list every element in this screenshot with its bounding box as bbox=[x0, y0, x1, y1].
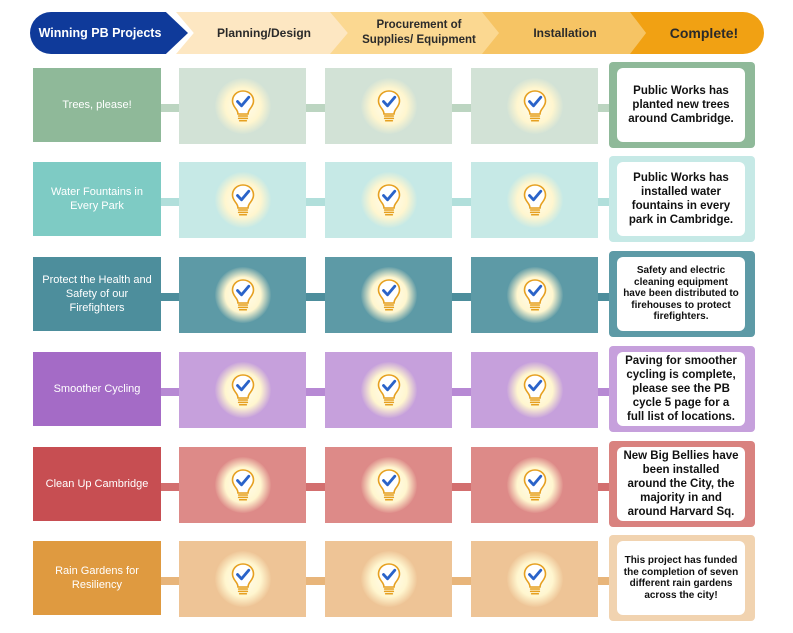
project-row: Rain Gardens for Resiliency This project… bbox=[33, 535, 755, 627]
stage-procurement-cell bbox=[325, 541, 452, 617]
header-stage-winning-projects: Winning PB Projects bbox=[30, 12, 188, 54]
header-stage-installation: Installation bbox=[482, 12, 652, 54]
stage-procurement-cell bbox=[325, 352, 452, 428]
project-name: Trees, please! bbox=[33, 68, 161, 142]
project-name: Smoother Cycling bbox=[33, 352, 161, 426]
complete-text: This project has funded the completion o… bbox=[617, 541, 745, 615]
complete-text: Safety and electric cleaning equipment h… bbox=[617, 257, 745, 331]
header-stage-planning: Planning/Design bbox=[176, 12, 354, 54]
complete-panel: This project has funded the completion o… bbox=[609, 535, 755, 621]
lightbulb-check-icon bbox=[360, 551, 417, 607]
stage-header: Winning PB Projects Planning/Design Proc… bbox=[30, 12, 764, 54]
complete-panel: Paving for smoother cycling is complete,… bbox=[609, 346, 755, 432]
lightbulb-check-icon bbox=[506, 457, 563, 513]
complete-panel: Safety and electric cleaning equipment h… bbox=[609, 251, 755, 337]
lightbulb-check-icon bbox=[360, 362, 417, 418]
stage-planning-cell bbox=[179, 68, 306, 144]
stage-planning-cell bbox=[179, 541, 306, 617]
stage-procurement-cell bbox=[325, 447, 452, 523]
project-name: Rain Gardens for Resiliency bbox=[33, 541, 161, 615]
project-row: Clean Up Cambridge New Big Bellies have … bbox=[33, 441, 755, 533]
complete-text: Paving for smoother cycling is complete,… bbox=[617, 352, 745, 426]
project-name: Water Fountains in Every Park bbox=[33, 162, 161, 236]
lightbulb-check-icon bbox=[214, 551, 271, 607]
lightbulb-check-icon bbox=[360, 78, 417, 134]
project-row: Trees, please! Public Works has planted … bbox=[33, 62, 755, 154]
header-stage-procurement: Procurement of Supplies/ Equipment bbox=[330, 12, 508, 54]
lightbulb-check-icon bbox=[360, 457, 417, 513]
stage-procurement-cell bbox=[325, 162, 452, 238]
lightbulb-check-icon bbox=[506, 551, 563, 607]
lightbulb-check-icon bbox=[360, 172, 417, 228]
lightbulb-check-icon bbox=[214, 362, 271, 418]
stage-installation-cell bbox=[471, 257, 598, 333]
project-row: Smoother Cycling Paving for smoother cyc… bbox=[33, 346, 755, 438]
header-stage-complete: Complete! bbox=[630, 12, 764, 54]
stage-installation-cell bbox=[471, 352, 598, 428]
lightbulb-check-icon bbox=[214, 78, 271, 134]
project-name: Clean Up Cambridge bbox=[33, 447, 161, 521]
stage-installation-cell bbox=[471, 68, 598, 144]
stage-procurement-cell bbox=[325, 68, 452, 144]
project-row: Water Fountains in Every Park Public Wor… bbox=[33, 156, 755, 248]
complete-panel: New Big Bellies have been installed arou… bbox=[609, 441, 755, 527]
project-row: Protect the Health and Safety of our Fir… bbox=[33, 251, 755, 343]
complete-panel: Public Works has installed water fountai… bbox=[609, 156, 755, 242]
complete-text: Public Works has planted new trees aroun… bbox=[617, 68, 745, 142]
stage-planning-cell bbox=[179, 257, 306, 333]
lightbulb-check-icon bbox=[214, 172, 271, 228]
stage-installation-cell bbox=[471, 447, 598, 523]
stage-procurement-cell bbox=[325, 257, 452, 333]
complete-panel: Public Works has planted new trees aroun… bbox=[609, 62, 755, 148]
lightbulb-check-icon bbox=[214, 457, 271, 513]
project-name: Protect the Health and Safety of our Fir… bbox=[33, 257, 161, 331]
stage-planning-cell bbox=[179, 162, 306, 238]
lightbulb-check-icon bbox=[506, 78, 563, 134]
stage-planning-cell bbox=[179, 352, 306, 428]
lightbulb-check-icon bbox=[506, 172, 563, 228]
lightbulb-check-icon bbox=[506, 267, 563, 323]
stage-planning-cell bbox=[179, 447, 306, 523]
lightbulb-check-icon bbox=[360, 267, 417, 323]
complete-text: Public Works has installed water fountai… bbox=[617, 162, 745, 236]
stage-installation-cell bbox=[471, 541, 598, 617]
stage-installation-cell bbox=[471, 162, 598, 238]
lightbulb-check-icon bbox=[506, 362, 563, 418]
complete-text: New Big Bellies have been installed arou… bbox=[617, 447, 745, 521]
lightbulb-check-icon bbox=[214, 267, 271, 323]
